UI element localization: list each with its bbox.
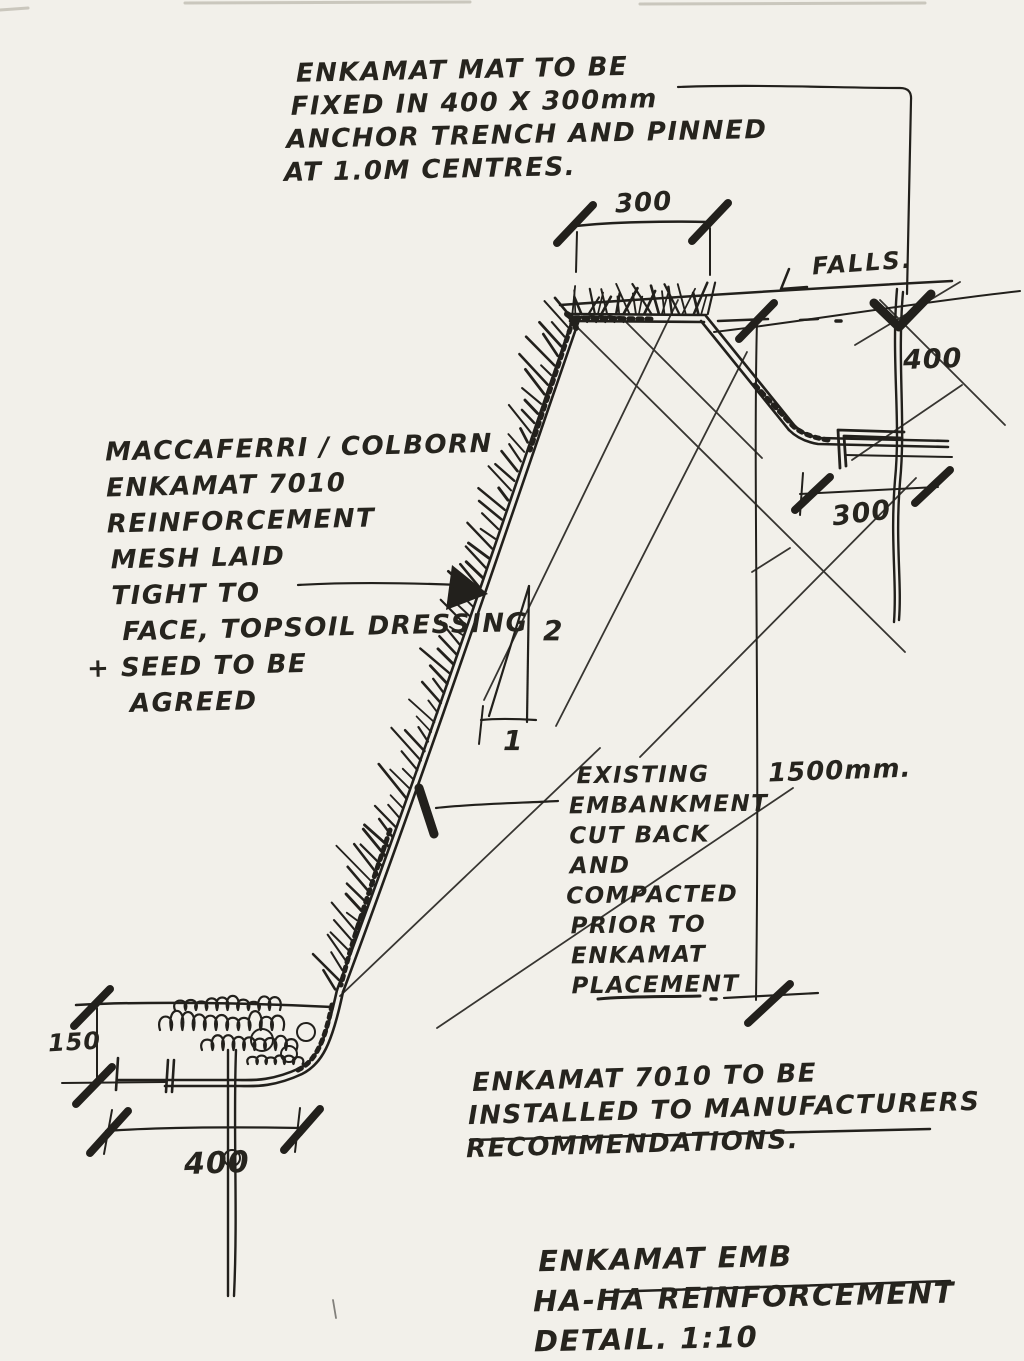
note-line: EXISTING [576, 761, 710, 790]
dim-tick [70, 985, 114, 1030]
note-line: COMPACTED [566, 881, 739, 910]
slope-ratio-vertical: 2 [543, 614, 564, 647]
note-line: ENKAMAT [570, 941, 707, 970]
dim-toe-400-lines [86, 1105, 324, 1157]
dim-1500-lines [596, 319, 820, 1027]
dim-label-right-height: 400 [902, 342, 963, 377]
mesh-note: MACCAFERRI / COLBORN ENKAMAT 7010 REINFO… [82, 425, 531, 723]
slope-ratio-horizontal: 1 [503, 724, 524, 757]
dim-tick [553, 201, 597, 247]
dim-label-top-width: 300 [614, 186, 674, 220]
note-line: AND [569, 852, 631, 880]
dim-tick [791, 473, 834, 514]
handwriting-crossbars [468, 1127, 952, 1294]
dim-label-slope-height: 1500mm. [767, 753, 912, 789]
falls-arrow-icon [779, 267, 809, 291]
note-line: EMBANKMENT [568, 790, 769, 820]
dim-right-300-lines [791, 466, 954, 516]
right-pin [891, 287, 905, 624]
dim-toe-150-lines [61, 985, 166, 1108]
embankment-note: EXISTING EMBANKMENT CUT BACK AND COMPACT… [566, 759, 771, 1002]
berm-datum [716, 299, 843, 343]
dim-tick [280, 1105, 324, 1154]
dim-top-300-lines [553, 199, 732, 276]
note-line: CUT BACK [569, 821, 711, 850]
check-arrowhead-icon [869, 289, 936, 332]
dim-tick [911, 466, 954, 507]
anchor-note-leader [676, 84, 913, 296]
title-block: ENKAMAT EMB HA-HA REINFORCEMENT DETAIL. … [532, 1233, 956, 1361]
backfill-scribble [158, 315, 626, 1066]
grass-layer [311, 281, 717, 991]
dim-tick [688, 199, 732, 245]
note-line: PRIOR TO [570, 911, 707, 940]
title-line: DETAIL. 1:10 [533, 1319, 759, 1359]
dim-tick [72, 1063, 116, 1108]
right-anchor-trench [836, 428, 953, 470]
installation-note: ENKAMAT 7010 TO BE INSTALLED TO MANUFACT… [466, 1053, 982, 1166]
leader-arrowhead-icon [414, 783, 439, 839]
anchor-trench-note: ENKAMAT MAT TO BE FIXED IN 400 X 300mm A… [282, 48, 769, 190]
dim-label-toe-depth: 150 [47, 1026, 102, 1058]
slope-triangle [478, 584, 538, 745]
note-line: PLACEMENT [571, 971, 740, 1000]
scan-edge-marks [0, 0, 927, 12]
embankment-note-leader [414, 783, 560, 839]
dim-tick [86, 1107, 132, 1157]
dim-label-toe-width: 400 [183, 1144, 251, 1183]
dim-tick [744, 980, 794, 1027]
left-pin [223, 1048, 241, 1298]
